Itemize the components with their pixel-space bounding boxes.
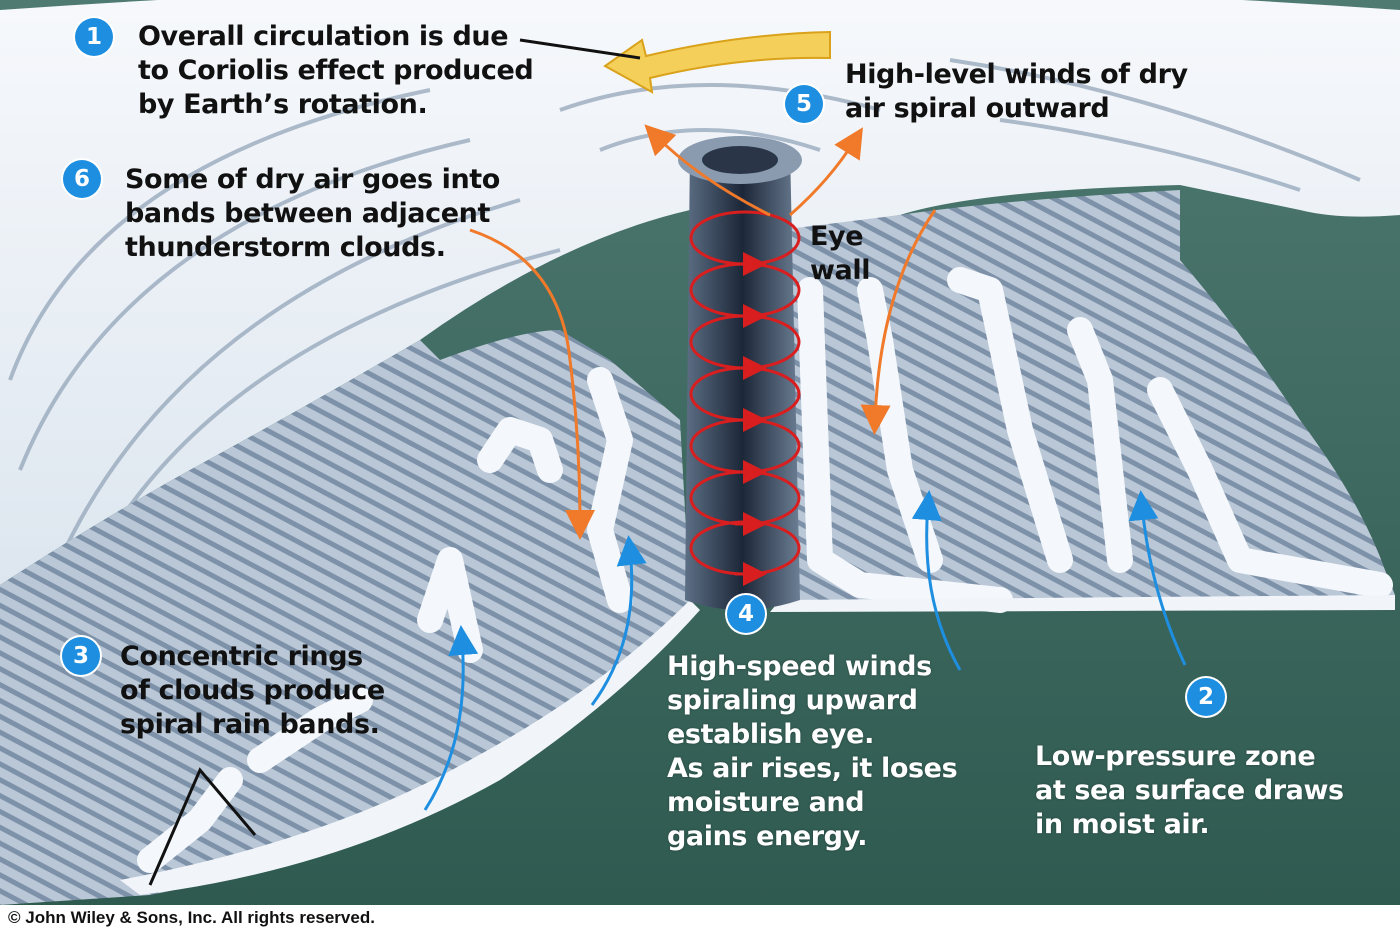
callout-1-text: Overall circulation is due to Coriolis e… [138, 21, 534, 120]
leader-lines [148, 38, 641, 886]
left-rainband-walls [0, 330, 690, 905]
callout-3-badge: 3 [62, 637, 100, 675]
callout-2-badge: 2 [1187, 678, 1225, 716]
eye-column [685, 140, 800, 610]
callout-6-text: Some of dry air goes into bands between … [125, 164, 500, 263]
cloud-base-right [770, 595, 1395, 612]
callout-2-text: Low-pressure zone at sea surface draws i… [1035, 741, 1344, 840]
callout-5-badge: 5 [785, 85, 823, 123]
callout-4-badge: 4 [727, 595, 765, 633]
dry-air-arrows [469, 124, 937, 540]
hurricane-cross-section-illustration [0, 0, 1400, 905]
callout-4-text: High-speed winds spiraling upward establ… [667, 651, 958, 852]
callout-1-badge: 1 [75, 18, 113, 56]
eye-top-hole [702, 146, 778, 174]
cloud-ring-grooves [8, 58, 1361, 561]
callout-5-text: High-level winds of dry air spiral outwa… [845, 59, 1188, 124]
coriolis-arrow [603, 30, 831, 94]
eye-wall-label: Eye wall [810, 221, 871, 286]
updraft-arrows [423, 490, 1187, 811]
callout-3-text: Concentric rings of clouds produce spira… [120, 641, 385, 740]
copyright-notice: © John Wiley & Sons, Inc. All rights res… [8, 908, 375, 927]
eyewall-spiral-arrowheads [735, 252, 767, 586]
cloud-canopy [0, 0, 1400, 585]
callout-6-badge: 6 [63, 160, 101, 198]
